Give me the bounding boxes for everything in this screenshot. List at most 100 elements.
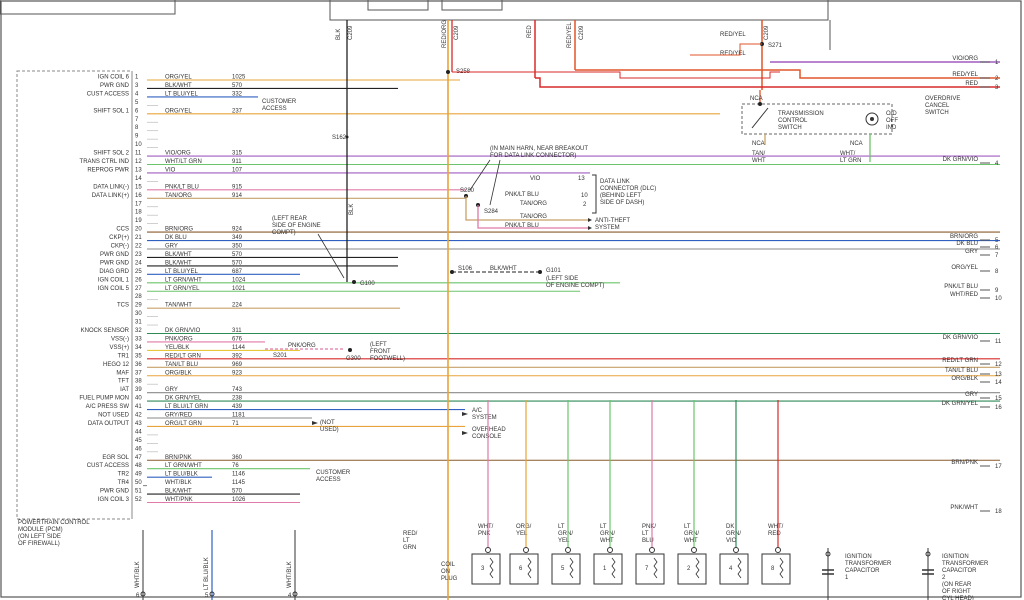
pcm-pin-number: 4 xyxy=(135,91,139,97)
pcm-pin-function: PWR GND xyxy=(100,260,130,266)
pcm-pin-function: MAF xyxy=(116,370,129,376)
main-harn-arrow-1 xyxy=(469,159,491,191)
pcm-pin-wire-color: VIO xyxy=(165,167,176,173)
coil-winding xyxy=(489,557,494,579)
pcm-pin-wire-color: LT GRN/WHT xyxy=(165,277,202,283)
pcm-pin-wire-color: ORG/BLK xyxy=(165,370,192,376)
pcm-pin-row: 45 xyxy=(135,438,158,444)
pcm-pin-number: 28 xyxy=(135,294,142,300)
pcm-pin-number: 31 xyxy=(135,320,142,326)
pcm-pin-function: TCS xyxy=(117,303,129,309)
right-edge-number: 5 xyxy=(995,238,999,244)
pcm-pin-function: SHIFT SOL 1 xyxy=(93,108,129,114)
pcm-pin-number: 51 xyxy=(135,489,142,495)
right-edge-wire-color: GRY xyxy=(965,249,978,255)
pcm-pin-wire-color: BLK/WHT xyxy=(165,260,192,266)
pcm-pin-number: 48 xyxy=(135,463,142,469)
pcm-pin-function: TR4 xyxy=(118,480,130,486)
coil-winding xyxy=(527,557,532,579)
coil-body xyxy=(509,553,539,585)
right-edge-wire-color: RED xyxy=(965,81,978,87)
pcm-pin-wire-color: PNK/ORG xyxy=(165,336,193,342)
pcm-pin-number: 17 xyxy=(135,201,142,207)
pcm-pin-wire-color: WHT/PNK xyxy=(165,497,193,503)
pcm-pin-function: CUST ACCESS xyxy=(87,463,129,469)
pcm-pin-circuit: 1181 xyxy=(232,413,246,419)
top-label-red: RED xyxy=(527,25,533,38)
right-edge-number: 9 xyxy=(995,288,999,294)
pcm-pin-circuit: 107 xyxy=(232,167,243,173)
s106-blk-wht-label: BLK/WHT xyxy=(490,266,517,272)
pcm-pin-row: 10 xyxy=(135,142,158,148)
pcm-pin-circuit: 315 xyxy=(232,151,243,157)
coil-winding xyxy=(611,557,616,579)
pcm-pin-number: 36 xyxy=(135,362,142,368)
coil-body xyxy=(635,553,665,585)
pcm-pin-wire-color: LT BLU/YEL xyxy=(165,269,198,275)
coil-terminal xyxy=(485,547,491,553)
top-label-c209-1: C209 xyxy=(348,25,354,40)
coil-terminal xyxy=(733,547,739,553)
pcm-pin-circuit: 743 xyxy=(232,387,243,393)
coil-winding xyxy=(653,557,658,579)
pcm-pin-number: 11 xyxy=(135,151,142,157)
pcm-pin-number: 32 xyxy=(135,328,142,334)
pcm-pin-number: 43 xyxy=(135,421,142,427)
s201-label: S201 xyxy=(273,353,288,359)
pcm-pin-number: 20 xyxy=(135,227,142,233)
pcm-pin-circuit: 570 xyxy=(232,83,243,89)
coil-wire-label: ORG/YEL xyxy=(516,524,532,537)
pcm-pin-circuit: 237 xyxy=(232,108,243,114)
top-label-red-yel-1: RED/YEL xyxy=(720,32,746,38)
pcm-pin-number: 1 xyxy=(135,75,139,81)
pcm-pin-number: 13 xyxy=(135,167,142,173)
pcm-pin-function: A/C PRESS SW xyxy=(86,404,130,410)
splice-s162: S162 xyxy=(332,135,349,141)
right-edge-number: 17 xyxy=(995,464,1002,470)
top-vertical-wires xyxy=(346,20,831,600)
pcm-pin-row: 46 xyxy=(135,446,158,452)
pcm-pin-row: 31 xyxy=(135,320,158,326)
pcm-pin-wire-color: TAN/ORG xyxy=(165,193,192,199)
pcm-pin-circuit: 969 xyxy=(232,362,243,368)
coil-body xyxy=(551,553,581,585)
pcm-pin-number: 16 xyxy=(135,193,142,199)
pcm-pin-function: VSS(-) xyxy=(111,336,129,342)
pcm-pin-function: TRANS CTRL IND xyxy=(80,159,130,165)
pcm-pin-function: REPROG PWR xyxy=(87,167,129,173)
g101-label: G101 xyxy=(546,268,561,274)
pcm-pin-row: 19 xyxy=(135,218,158,224)
dlc-wire-vio: VIO xyxy=(530,176,541,182)
pcm-pin-circuit: 1145 xyxy=(232,480,246,486)
pcm-pin-function: PWR GND xyxy=(100,252,130,258)
coil-body xyxy=(761,553,791,585)
right-edge-number: 4 xyxy=(995,161,999,167)
coil-winding xyxy=(737,557,742,579)
pcm-pin-wire-color: TAN/LT BLU xyxy=(165,362,198,368)
antitheft-pnk-lt-blu-label: PNK/LT BLU xyxy=(505,223,539,229)
right-edge-wire-color: DK GRN/VIO xyxy=(943,335,979,341)
